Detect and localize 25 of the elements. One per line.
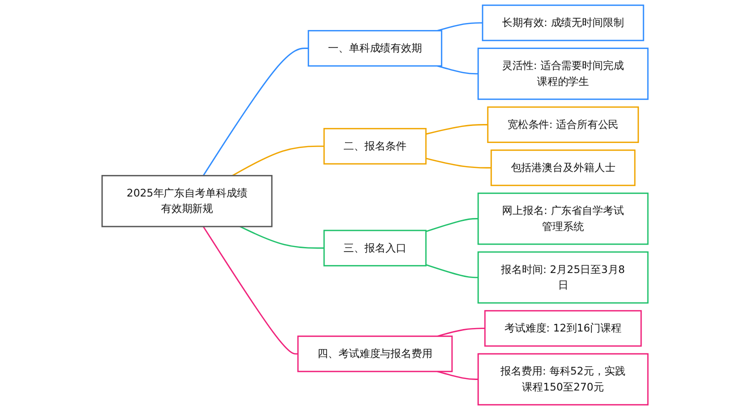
node-box: 考试难度: 12到16门课程 bbox=[484, 310, 642, 347]
node-box: 四、考试难度与报名费用 bbox=[297, 336, 453, 372]
connector bbox=[202, 48, 308, 176]
node-box: 包括港澳台及外籍人士 bbox=[490, 150, 636, 186]
connector bbox=[437, 22, 483, 32]
connector bbox=[426, 124, 488, 135]
node-box: 二、报名条件 bbox=[323, 128, 427, 165]
node-box: 三、报名入口 bbox=[323, 230, 427, 266]
connector bbox=[426, 264, 478, 278]
node-box: 宽松条件: 适合所有公民 bbox=[487, 106, 639, 143]
node-box: 2025年广东自考单科成绩有效期新规 bbox=[101, 174, 272, 228]
connector bbox=[240, 226, 324, 249]
connector bbox=[437, 65, 478, 74]
connector bbox=[437, 328, 485, 337]
node-box: 长期有效: 成绩无时间限制 bbox=[482, 4, 644, 42]
node-box: 网上报名: 广东省自学考试管理系统 bbox=[478, 192, 649, 245]
node-box: 报名费用: 每科52元，实践课程150至270元 bbox=[478, 353, 649, 406]
connector bbox=[426, 218, 478, 232]
node-box: 报名时间: 2月25日至3月8日 bbox=[478, 251, 649, 304]
connector bbox=[426, 158, 492, 168]
connector bbox=[232, 146, 324, 176]
node-box: 灵活性: 适合需要时间完成课程的学生 bbox=[478, 48, 649, 100]
connector bbox=[437, 370, 478, 380]
node-box: 一、单科成绩有效期 bbox=[308, 30, 442, 67]
connector bbox=[202, 226, 298, 354]
